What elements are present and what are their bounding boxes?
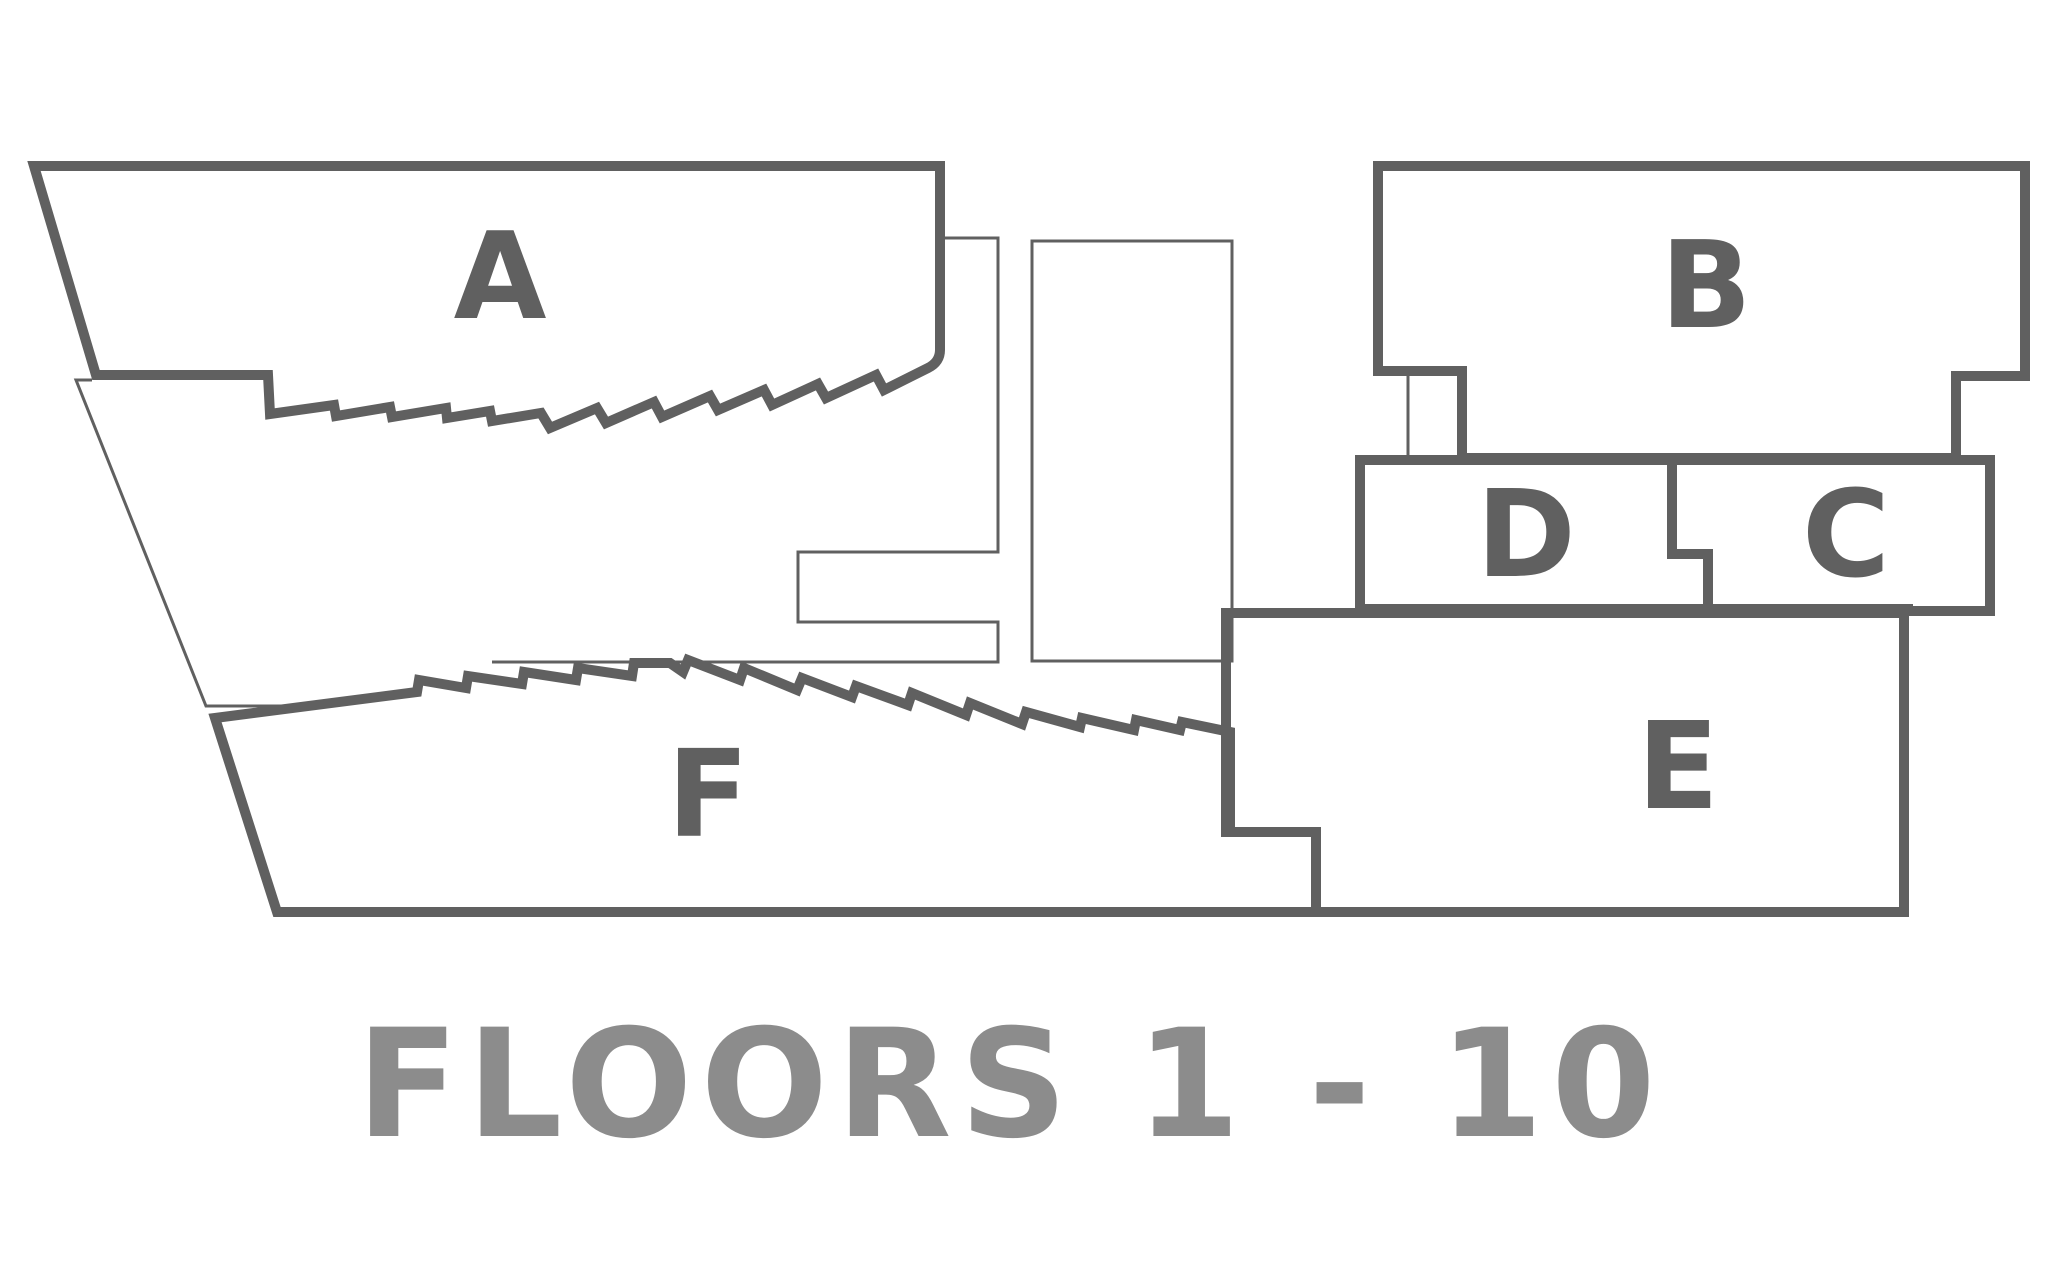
unit-label-e: E	[1637, 698, 1719, 837]
unit-f-outline[interactable]	[208, 653, 1321, 917]
corridor-lower-left	[73, 378, 292, 708]
unit-label-b: B	[1660, 217, 1751, 356]
unit-label-f: F	[667, 726, 749, 865]
corridor-left	[492, 236, 1000, 664]
unit-e-outline[interactable]	[1221, 608, 1909, 917]
unit-a-outline[interactable]	[27, 161, 945, 435]
unit-label-a: A	[454, 208, 547, 347]
unit-label-c: C	[1802, 466, 1890, 605]
floors-label: FLOORS 1 - 10	[356, 998, 1663, 1172]
unit-label-d: D	[1476, 466, 1576, 605]
core-center	[1030, 239, 1234, 663]
